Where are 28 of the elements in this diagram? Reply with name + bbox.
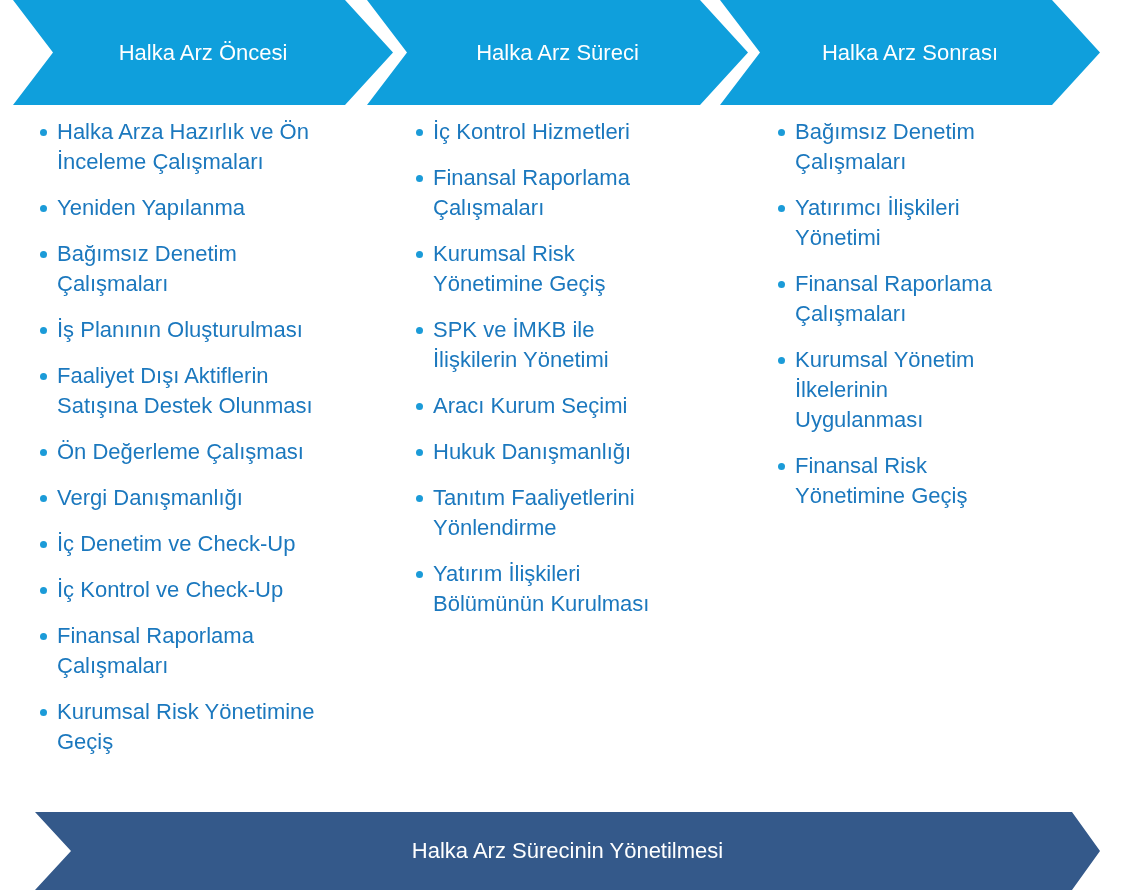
bullet-item: SPK ve İMKB ile İlişkilerin Yönetimi [416, 315, 673, 375]
stage-label: Halka Arz Sürecinin Yönetilmesi [411, 838, 724, 864]
bullet-item: Finansal Raporlama Çalışmaları [40, 621, 330, 681]
bullet-item: Faaliyet Dışı Aktiflerin Satışına Destek Olunması [40, 361, 330, 421]
bullet-item: İç Kontrol ve Check-Up [40, 575, 330, 605]
bullet-item: İç Kontrol Hizmetleri [416, 117, 673, 147]
bullet-item: Yatırımcı İlişkileri Yönetimi [778, 193, 1010, 253]
stage-label: Halka Arz Süreci [476, 39, 639, 66]
bullet-item: Yeniden Yapılanma [40, 193, 330, 223]
bullet-item: Ön Değerleme Çalışması [40, 437, 330, 467]
bullet-item: Finansal Raporlama Çalışmaları [778, 269, 1010, 329]
bullet-item: Bağımsız Denetim Çalışmaları [778, 117, 1010, 177]
bullet-item: Kurumsal Risk Yönetimine Geçiş [416, 239, 673, 299]
bullet-item: Tanıtım Faaliyetlerini Yönlendirme [416, 483, 673, 543]
bullet-item: Kurumsal Risk Yönetimine Geçiş [40, 697, 330, 757]
bullet-item: Kurumsal Yönetim İlkelerinin Uygulanması [778, 345, 1010, 435]
bullet-item: Finansal Raporlama Çalışmaları [416, 163, 673, 223]
bullet-item: Halka Arza Hazırlık ve Ön İnceleme Çalışmaları [40, 117, 330, 177]
bullet-item: Bağımsız Denetim Çalışmaları [40, 239, 330, 299]
bullet-item: Yatırım İlişkileri Bölümünün Kurulması [416, 559, 673, 619]
bullet-item: Vergi Danışmanlığı [40, 483, 330, 513]
bullet-item: Finansal Risk Yönetimine Geçiş [778, 451, 1010, 511]
bullet-item: İş Planının Oluşturulması [40, 315, 330, 345]
bullet-item: İç Denetim ve Check-Up [40, 529, 330, 559]
bullet-item: Hukuk Danışmanlığı [416, 437, 673, 467]
bullet-item: Aracı Kurum Seçimi [416, 391, 673, 421]
stage-label: Halka Arz Sonrası [821, 39, 999, 66]
stage-label: Halka Arz Öncesi [118, 39, 288, 66]
